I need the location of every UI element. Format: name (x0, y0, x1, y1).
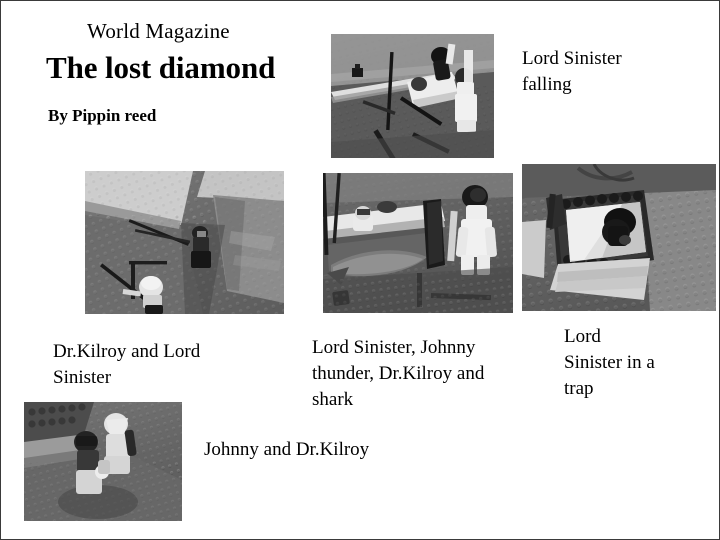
photo-kilroy-and-sinister (85, 171, 284, 314)
caption-sinister-in-trap: Lord Sinister in a trap (564, 326, 655, 399)
caption-lord-sinister-falling: Lord Sinister falling (522, 48, 622, 95)
caption-group-and-shark: Lord Sinister, Johnny thunder, Dr.Kilroy… (312, 337, 485, 410)
photo-falling-image (331, 34, 494, 158)
photo-group-image (323, 173, 513, 313)
caption-johnny-and-kilroy: Johnny and Dr.Kilroy (204, 439, 370, 460)
photo-lord-sinister-falling (331, 34, 494, 158)
magazine-name: World Magazine (87, 19, 230, 43)
photo-johnny-and-kilroy (24, 402, 182, 521)
photo-kilroy-image (85, 171, 284, 314)
photo-sinister-in-trap (522, 164, 716, 311)
caption-kilroy-and-sinister: Dr.Kilroy and Lord Sinister (53, 341, 201, 388)
photo-trap-image (522, 164, 716, 311)
photo-johnny-image (24, 402, 182, 521)
page-title: The lost diamond (46, 50, 276, 85)
photo-group-and-shark (323, 173, 513, 313)
byline: By Pippin reed (48, 106, 157, 125)
